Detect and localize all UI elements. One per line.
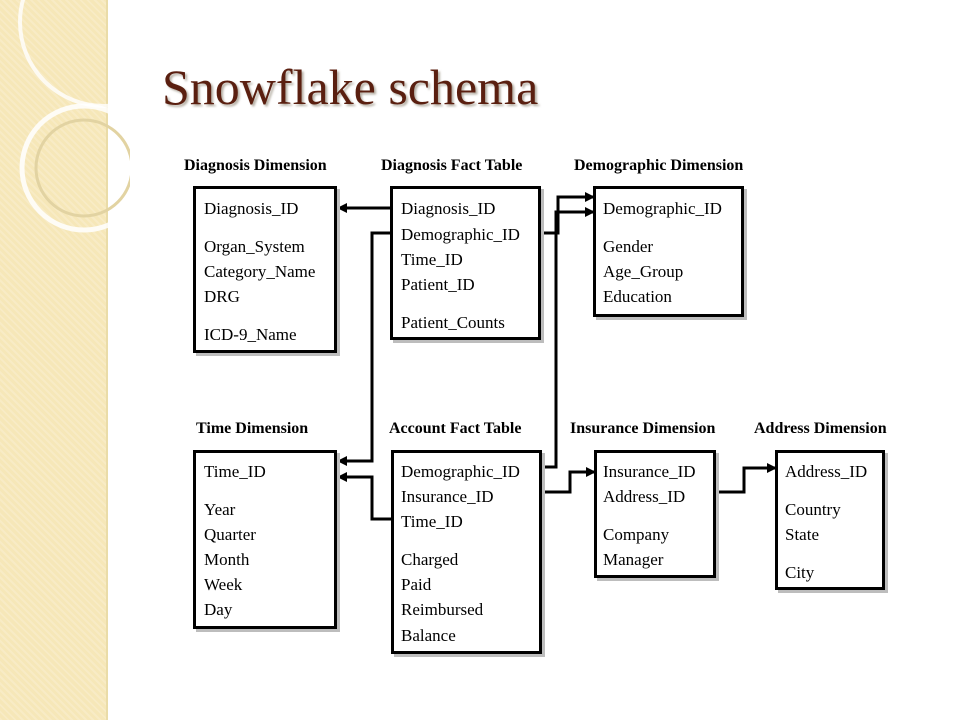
table-field: Quarter	[204, 525, 256, 544]
table-field: Diagnosis_ID	[204, 199, 299, 218]
table-field: Balance	[401, 626, 456, 645]
demographic-dimension-title: Demographic Dimension	[574, 157, 744, 174]
table-field: Patient_ID	[401, 275, 475, 294]
table-field: Organ_System	[204, 237, 305, 256]
table-field: DRG	[204, 287, 240, 306]
table-field: Demographic_ID	[401, 462, 520, 481]
diagnosis-dimension-table	[193, 186, 337, 353]
insurance-dimension-table	[594, 450, 716, 578]
table-field: Company	[603, 525, 670, 544]
time-dimension-title: Time Dimension	[196, 420, 309, 437]
demographic-dimension-table	[593, 186, 744, 317]
table-field: Gender	[603, 237, 654, 256]
table-field: Demographic_ID	[603, 199, 722, 218]
time-dimension-table	[193, 450, 337, 629]
table-field: Diagnosis_ID	[401, 199, 496, 218]
table-field: State	[785, 525, 819, 544]
connector-diagnosis-fact-to-demographic-dimension	[539, 192, 595, 235]
diagnosis-dimension-title: Diagnosis Dimension	[184, 157, 327, 174]
table-field: Category_Name	[204, 262, 316, 281]
diagnosis-fact-table	[390, 186, 541, 340]
table-field: Reimbursed	[401, 600, 484, 619]
insurance-dimension-title: Insurance Dimension	[570, 420, 716, 437]
table-field: Time_ID	[401, 250, 463, 269]
decorative-rings	[18, 0, 130, 233]
connector-account-fact-to-insurance-dimension	[541, 467, 596, 494]
slide-title: Snowflake schema	[162, 59, 539, 115]
table-field: Manager	[603, 550, 664, 569]
table-field: Week	[204, 575, 243, 594]
table-field: Month	[204, 550, 250, 569]
connector-account-fact-to-time-dimension	[337, 472, 392, 521]
account-fact-table-title: Account Fact Table	[389, 420, 522, 437]
table-field: Paid	[401, 575, 432, 594]
table-field: Patient_Counts	[401, 313, 505, 332]
table-field: Address_ID	[603, 487, 686, 506]
table-field: Year	[204, 500, 236, 519]
table-field: Country	[785, 500, 841, 519]
account-fact-table	[391, 450, 542, 654]
table-field: Day	[204, 600, 233, 619]
connector-account-fact-to-demographic-dimension	[541, 207, 595, 469]
address-dimension-title: Address Dimension	[754, 420, 887, 437]
table-field: Time_ID	[204, 462, 266, 481]
table-field: Age_Group	[603, 262, 684, 281]
table-field: Address_ID	[785, 462, 868, 481]
connector-insurance-to-address-dimension	[715, 463, 777, 494]
table-field: City	[785, 563, 815, 582]
table-field: Time_ID	[401, 512, 463, 531]
diagnosis-fact-table-title: Diagnosis Fact Table	[381, 157, 523, 174]
table-field: ICD-9_Name	[204, 325, 297, 344]
table-field: Insurance_ID	[401, 487, 494, 506]
table-field: Demographic_ID	[401, 225, 520, 244]
table-field: Education	[603, 287, 672, 306]
connector-diagnosis-fact-to-time-dimension	[337, 231, 392, 466]
table-field: Charged	[401, 550, 459, 569]
address-dimension-table	[775, 450, 885, 590]
table-field: Insurance_ID	[603, 462, 696, 481]
